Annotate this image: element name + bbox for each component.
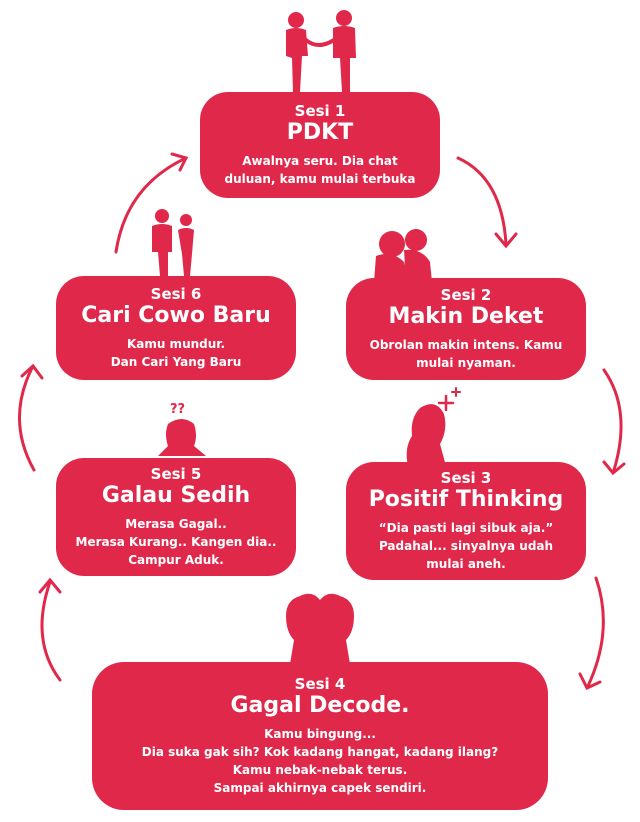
couple-standing-icon [152, 209, 194, 276]
card-sesi-label: Sesi 2 [440, 286, 492, 304]
card-title: Gagal Decode. [230, 693, 410, 718]
desc-line: Dia suka gak sih? Kok kadang hangat, kad… [141, 745, 499, 759]
desc-line: Obrolan makin intens. Kamu [369, 338, 563, 352]
desc-line: Merasa Kurang.. Kangen dia.. [75, 535, 277, 549]
card-title: Galau Sedih [101, 483, 251, 508]
desc-line: Dan Cari Yang Baru [110, 355, 242, 369]
desc-line: Campur Aduk. [128, 553, 224, 567]
arrow-sesi4-to-sesi5 [38, 577, 62, 682]
desc-line: Merasa Gagal.. [125, 517, 227, 531]
desc-line: mulai aneh. [426, 557, 506, 571]
card-description: Merasa Gagal.. Merasa Kurang.. Kangen di… [76, 515, 277, 569]
card-title: Positif Thinking [368, 487, 564, 512]
card-sesi-label: Sesi 5 [150, 465, 202, 483]
card-description: Obrolan makin intens. Kamu mulai nyaman. [370, 336, 563, 372]
confused-woman-question-icon [158, 419, 206, 456]
desc-line: Kamu nebak-nebak terus. [232, 763, 408, 777]
card-title: Cari Cowo Baru [81, 303, 271, 328]
couple-holding-hands-icon [286, 10, 356, 92]
desc-line: duluan, kamu mulai terbuka [224, 172, 416, 186]
card-sesi-label: Sesi 3 [440, 469, 492, 487]
card-description: Awalnya seru. Dia chat duluan, kamu mula… [224, 152, 415, 188]
card-title: Makin Deket [388, 304, 544, 329]
desc-line: Awalnya seru. Dia chat [242, 154, 398, 168]
desc-line: “Dia pasti lagi sibuk aja.” [378, 521, 554, 535]
card-sesi-3: Sesi 3 Positif Thinking “Dia pasti lagi … [346, 462, 586, 580]
couple-kissing-icon [374, 229, 432, 282]
card-title: PDKT [286, 120, 354, 145]
arrow-sesi1-to-sesi2 [456, 156, 518, 249]
card-sesi-5: Sesi 5 Galau Sedih Merasa Gagal.. Merasa… [56, 458, 296, 576]
arrow-sesi6-to-sesi1 [114, 152, 189, 254]
card-sesi-4: Sesi 4 Gagal Decode. Kamu bingung... Dia… [92, 662, 548, 810]
woman-thinking-sparkle-icon [406, 387, 461, 466]
two-heads-back-to-back-icon [286, 593, 354, 664]
question-marks: ?? [170, 402, 186, 417]
card-description: Kamu bingung... Dia suka gak sih? Kok ka… [142, 725, 498, 797]
arrow-sesi5-to-sesi6 [18, 363, 44, 472]
desc-line: Kamu bingung... [264, 727, 376, 741]
card-sesi-label: Sesi 6 [150, 285, 202, 303]
arrow-sesi2-to-sesi3 [602, 368, 626, 476]
desc-line: Sampai akhirnya capek sendiri. [213, 781, 427, 795]
arrow-sesi3-to-sesi4 [578, 576, 605, 690]
card-sesi-2: Sesi 2 Makin Deket Obrolan makin intens.… [346, 278, 586, 380]
card-description: “Dia pasti lagi sibuk aja.” Padahal... s… [379, 519, 554, 573]
desc-line: mulai nyaman. [416, 356, 516, 370]
card-sesi-6: Sesi 6 Cari Cowo Baru Kamu mundur. Dan C… [56, 276, 296, 380]
card-sesi-1: Sesi 1 PDKT Awalnya seru. Dia chat dulua… [200, 92, 440, 198]
card-sesi-label: Sesi 4 [294, 675, 346, 693]
card-description: Kamu mundur. Dan Cari Yang Baru [111, 335, 242, 371]
card-sesi-label: Sesi 1 [294, 102, 346, 120]
desc-line: Kamu mundur. [126, 337, 226, 351]
desc-line: Padahal... sinyalnya udah [378, 539, 554, 553]
